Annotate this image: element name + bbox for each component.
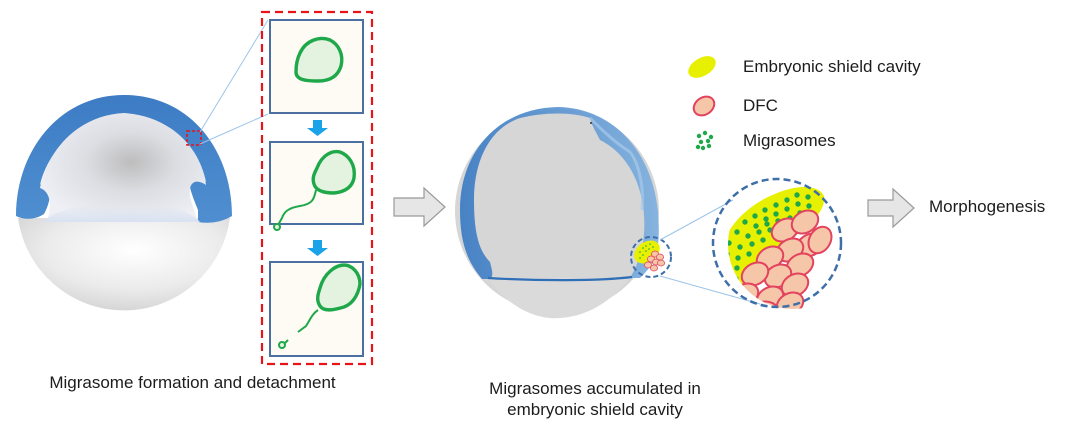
dfc-cell bbox=[807, 225, 833, 255]
zoom-line-upper bbox=[199, 19, 269, 133]
migrasome-dot bbox=[733, 276, 739, 282]
formation-dashed-frame bbox=[260, 10, 374, 366]
embryo-yolk bbox=[455, 109, 659, 313]
migrasome-dot bbox=[728, 240, 732, 246]
step-arrow-down-2 bbox=[307, 240, 328, 256]
migrasome-dot bbox=[722, 272, 727, 277]
caption-accumulation: Migrasomes accumulated in embryonic shie… bbox=[470, 378, 720, 420]
embryo-left bbox=[16, 19, 269, 311]
shield-highlight-circle bbox=[630, 236, 672, 278]
shield-region-small bbox=[630, 236, 672, 278]
dfc-cell bbox=[775, 291, 805, 309]
migrasome-formation-sequence bbox=[260, 10, 374, 366]
migrasome-dot bbox=[806, 203, 812, 209]
germ-ring-line bbox=[487, 275, 633, 282]
migrasome-dot bbox=[764, 221, 770, 227]
migrasome-detached bbox=[278, 341, 286, 349]
green-dots-icon bbox=[695, 130, 714, 151]
migrasome-dot bbox=[749, 241, 755, 247]
zoom-line-upper-2 bbox=[659, 199, 734, 241]
zoom-line-lower bbox=[199, 113, 269, 145]
migrasome-dot bbox=[734, 265, 740, 271]
caption-accumulation-line-2: embryonic shield cavity bbox=[507, 400, 683, 419]
migrasome-dot bbox=[773, 211, 779, 217]
formation-panel-step-2 bbox=[269, 141, 364, 231]
morphogenesis-label: Morphogenesis bbox=[929, 197, 1046, 216]
migrasome-dot bbox=[794, 192, 800, 198]
broken-retraction-fiber bbox=[297, 309, 319, 333]
migrasome-dot bbox=[784, 206, 790, 212]
margin-inner-highlight bbox=[588, 116, 644, 211]
migrasome-dot bbox=[753, 223, 759, 229]
flow-arrow-1 bbox=[393, 186, 446, 228]
migrasome-dot bbox=[735, 255, 741, 261]
legend-label-dfc: DFC bbox=[743, 96, 778, 115]
dfc-cell-icon bbox=[692, 95, 716, 117]
blastoderm-cap bbox=[16, 95, 232, 223]
migrasome-dot bbox=[756, 229, 762, 235]
yellow-ellipse-icon bbox=[688, 56, 716, 78]
migrasome-dot bbox=[746, 251, 752, 257]
yolk-lower-half bbox=[18, 218, 230, 311]
migrasome-dot bbox=[728, 261, 729, 267]
migrasome-dot bbox=[763, 216, 769, 222]
migrasome-dots-small bbox=[639, 243, 654, 259]
embryo-yolk-bottom-shadow bbox=[488, 278, 630, 319]
migrating-cell bbox=[316, 263, 362, 312]
caption-accumulation-line-1: Migrasomes accumulated in bbox=[489, 379, 701, 398]
yolk-upper-interior bbox=[40, 113, 206, 222]
detached-fiber-stub bbox=[284, 339, 289, 344]
migrasome-dot bbox=[784, 197, 790, 203]
retraction-fiber bbox=[277, 189, 317, 226]
zoom-line-lower-2 bbox=[659, 275, 761, 305]
migrasome-dot bbox=[773, 202, 779, 208]
dorsal-marker-dot bbox=[590, 122, 592, 124]
migrasome-dot bbox=[795, 201, 801, 207]
legend-label-shield-cavity: Embryonic shield cavity bbox=[743, 57, 921, 76]
zoom-source-square bbox=[186, 130, 202, 146]
dfc-cell bbox=[790, 209, 820, 235]
migrasome-dot bbox=[742, 219, 748, 225]
migrasome-dot bbox=[762, 207, 768, 213]
dfc-cluster-small bbox=[644, 250, 666, 272]
migrasome-dot bbox=[728, 251, 730, 257]
migrasome-attached bbox=[273, 223, 281, 231]
dfc-cell bbox=[740, 261, 770, 287]
migrasome-dot bbox=[737, 244, 743, 250]
step-arrow-down-1 bbox=[307, 120, 328, 136]
migrasome-dot bbox=[760, 237, 766, 243]
migrasome-dot bbox=[752, 213, 758, 219]
migrasome-dot bbox=[734, 229, 740, 235]
migrasome-dot bbox=[745, 233, 751, 239]
caption-formation: Migrasome formation and detachment bbox=[49, 373, 336, 392]
formation-panel-step-3 bbox=[269, 261, 364, 357]
formation-panel-step-1 bbox=[269, 19, 364, 114]
shield-magnified-circle bbox=[711, 177, 843, 309]
legend-label-migrasomes: Migrasomes bbox=[743, 131, 836, 150]
flow-arrow-2 bbox=[867, 187, 915, 229]
embryo-middle bbox=[455, 107, 761, 319]
cap-lower-fade bbox=[44, 203, 200, 222]
migrasome-dot bbox=[805, 194, 811, 200]
migrating-cell bbox=[294, 36, 344, 83]
migrating-cell bbox=[311, 149, 356, 195]
